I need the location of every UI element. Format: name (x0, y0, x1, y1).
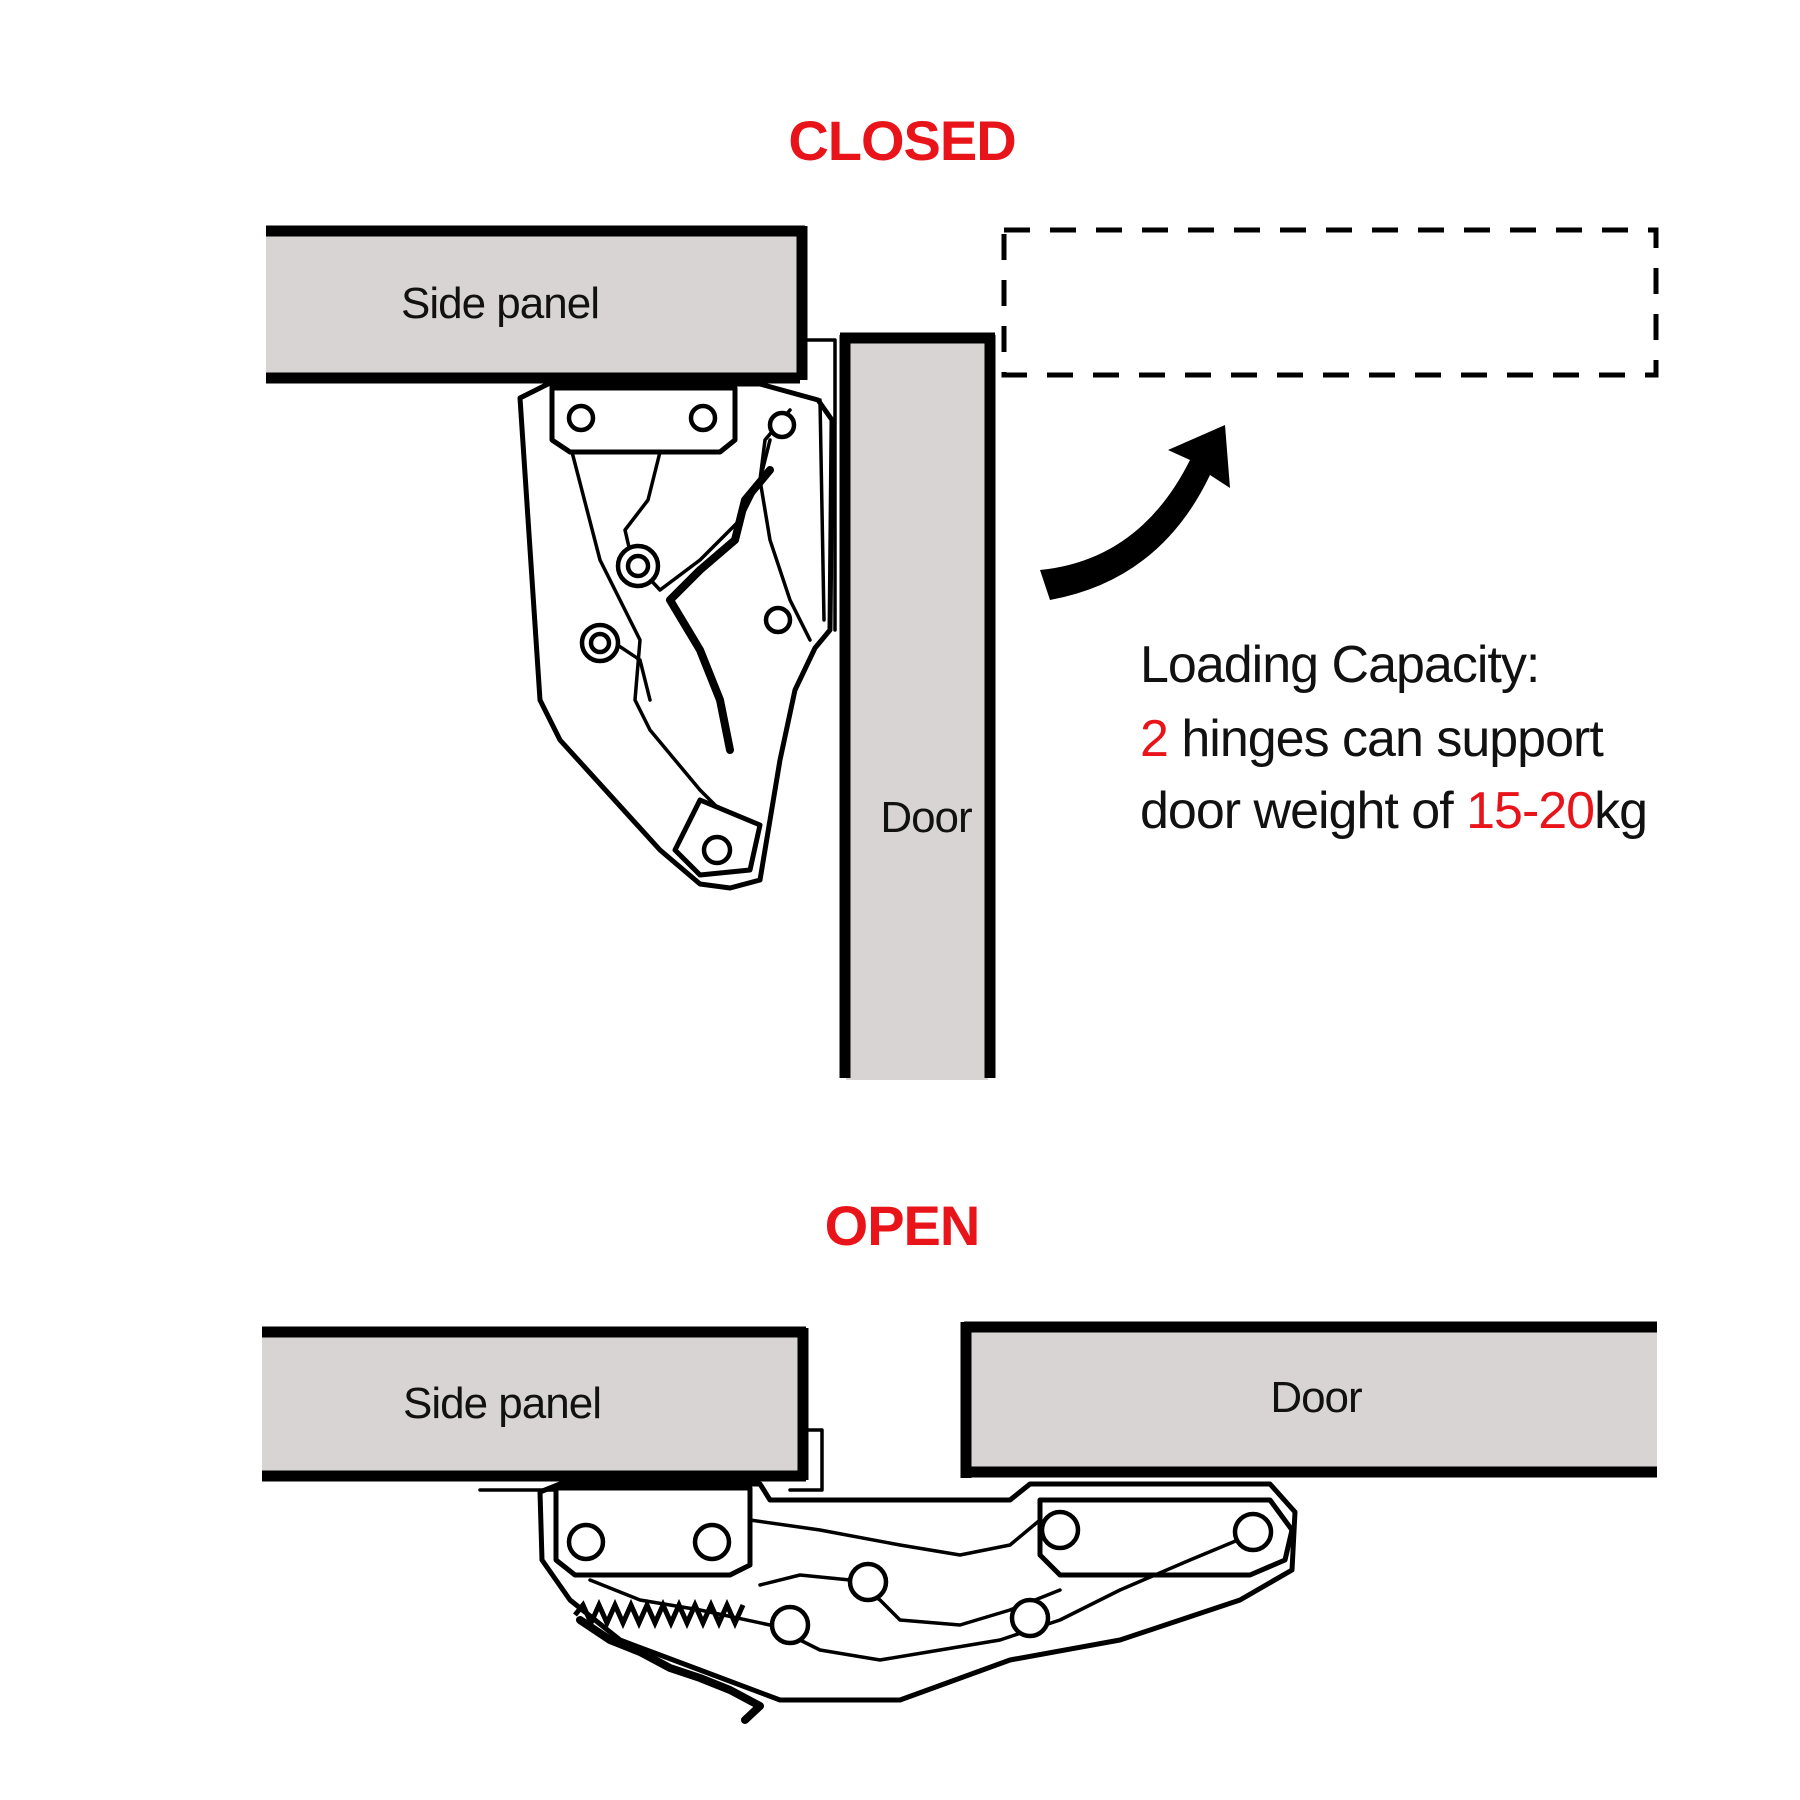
open-hinge (478, 1428, 1298, 1724)
open-door-outline (1001, 227, 1659, 378)
capacity-line-3: door weight of 15-20kg (1140, 782, 1647, 840)
closed-screw-7 (701, 834, 733, 866)
open-screw-4 (769, 1604, 811, 1646)
closed-side-panel-label: Side panel (401, 279, 599, 328)
open-screw-6 (1039, 1509, 1081, 1551)
closed-screw-1 (566, 403, 596, 433)
closed-door: Door (839, 332, 996, 1080)
capacity-line-2: 2 hinges can support (1140, 710, 1604, 768)
closed-side-panel: Side panel (266, 225, 808, 384)
closed-title: CLOSED (788, 109, 1015, 172)
closed-door-label: Door (880, 793, 972, 842)
closed-screw-3 (767, 410, 797, 440)
open-hinge-spring (573, 1598, 746, 1630)
capacity-weight-range: 15-20 (1466, 782, 1594, 840)
capacity-weight-unit: kg (1594, 782, 1647, 840)
open-screw-3 (847, 1561, 889, 1603)
closed-section: CLOSED Side panel Door (266, 109, 1659, 1080)
open-title: OPEN (825, 1194, 980, 1257)
open-screw-2 (692, 1522, 732, 1562)
capacity-note: Loading Capacity: 2 hinges can support d… (1140, 636, 1648, 840)
open-screw-1 (566, 1522, 606, 1562)
open-side-panel: Side panel (262, 1326, 809, 1482)
curved-arrow-icon (1040, 425, 1230, 600)
capacity-line-3-prefix: door weight of (1140, 782, 1466, 840)
capacity-hinge-count: 2 (1140, 710, 1168, 768)
open-door-label: Door (1270, 1373, 1362, 1422)
open-screw-5 (1009, 1597, 1051, 1639)
open-side-panel-label: Side panel (403, 1379, 601, 1428)
closed-screw-2 (688, 403, 718, 433)
capacity-heading: Loading Capacity: (1140, 636, 1539, 694)
open-door: Door (960, 1321, 1657, 1478)
open-section: OPEN Side panel Door (262, 1194, 1657, 1724)
open-screw-7 (1232, 1511, 1274, 1553)
closed-screw-4-inner (625, 553, 651, 579)
closed-hinge (517, 338, 837, 891)
closed-screw-5-inner (588, 631, 612, 655)
capacity-line-2-text: hinges can support (1168, 710, 1604, 768)
closed-screw-6 (763, 605, 793, 635)
